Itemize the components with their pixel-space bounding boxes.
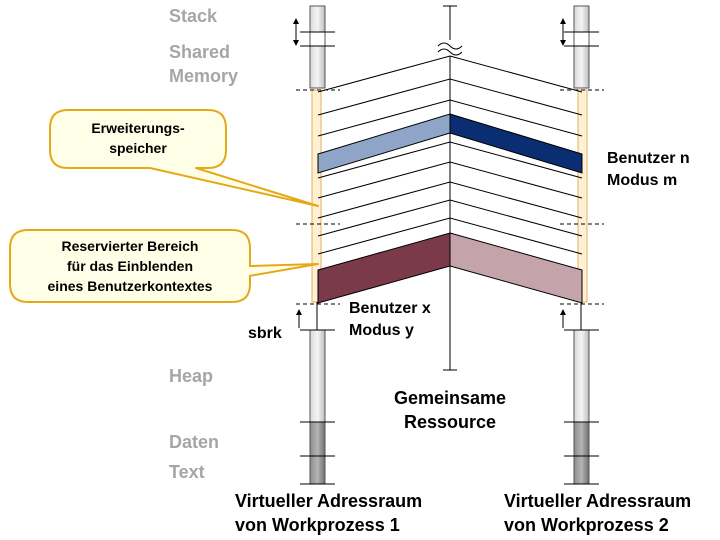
wp2-sbrk-arrow-head — [560, 309, 566, 315]
callout-erweiterung-shape — [49, 109, 319, 207]
label-memory: Memory — [169, 66, 239, 86]
callout-reserviert-shape — [9, 229, 251, 303]
mapping-line-8 — [317, 217, 583, 255]
mapping-line-6 — [317, 181, 583, 219]
wp1-stack-arrow-up-head — [293, 18, 299, 24]
label-heap: Heap — [169, 366, 214, 386]
wp1-stack-arrow-down-head — [293, 40, 299, 46]
callout-erweiterungsspeicher — [49, 109, 319, 207]
mapping-line-2 — [317, 78, 583, 116]
label-shared: Shared — [169, 42, 231, 62]
callout-reserviert-line-2: für das Einblenden — [66, 258, 193, 274]
axis-break-icon — [437, 42, 463, 56]
label-ressource: Ressource — [403, 412, 497, 432]
wp2-stack-segment — [573, 5, 590, 33]
workprocess-2-column — [560, 5, 604, 485]
wp1-text-segment — [309, 455, 326, 485]
wp1-heap-segment — [309, 329, 326, 423]
user-n-band-left — [317, 113, 451, 174]
wp2-heap-segment — [573, 329, 590, 423]
user-n-band-right — [449, 113, 583, 174]
wp1-stack-segment — [309, 5, 326, 33]
callout-reserviert-line-3: eines Benutzerkontextes — [47, 278, 213, 294]
mapping-line-7 — [317, 199, 583, 237]
wp2-stack-arrow-up-head — [560, 18, 566, 24]
label-wp1-line-2: von Workprozess 1 — [235, 515, 400, 535]
wp2-stack-arrow-down-head — [560, 40, 566, 46]
wp1-gap-segment — [309, 31, 326, 47]
shared-resource-axis — [437, 5, 463, 371]
wp1-shared-segment — [309, 45, 326, 89]
label-wp1-line-1: Virtueller Adressraum — [235, 491, 423, 511]
label-daten: Daten — [169, 432, 220, 452]
callout-erweiterung-line-2: speicher — [109, 140, 167, 156]
user-x-band-right — [449, 232, 583, 304]
label-benutzer-x: Benutzer x — [349, 300, 431, 317]
wp2-data-segment — [573, 421, 590, 457]
wp1-data-segment — [309, 421, 326, 457]
callout-erweiterung-text: Erweiterungs- speicher — [52, 118, 224, 158]
mapping-line-3 — [317, 99, 583, 137]
label-wp2-line-2: von Workprozess 2 — [504, 515, 669, 535]
user-x-band-left — [317, 232, 451, 304]
mapping-lines — [317, 55, 583, 255]
callout-reservierter-bereich — [9, 229, 319, 303]
label-wp2-line-1: Virtueller Adressraum — [504, 491, 692, 511]
callout-reserviert-text: Reservierter Bereich für das Einblenden … — [12, 236, 248, 296]
mapping-line-1 — [317, 55, 583, 93]
label-modus-m: Modus m — [607, 172, 678, 189]
wp2-text-segment — [573, 455, 590, 485]
label-stack: Stack — [169, 6, 218, 26]
mapping-line-5 — [317, 161, 583, 199]
label-modus-y: Modus y — [349, 322, 414, 339]
wp1-sbrk-arrow-head — [296, 309, 302, 315]
label-text: Text — [169, 462, 205, 482]
label-sbrk: sbrk — [248, 325, 282, 342]
mapping-line-4 — [317, 141, 583, 179]
wp2-shared-segment — [573, 45, 590, 89]
user-x-band — [317, 232, 583, 304]
callout-reserviert-line-1: Reservierter Bereich — [61, 238, 199, 254]
label-gemeinsame: Gemeinsame — [393, 388, 507, 408]
label-benutzer-n: Benutzer n — [607, 150, 690, 167]
user-n-band — [317, 113, 583, 174]
callout-erweiterung-line-1: Erweiterungs- — [91, 120, 185, 136]
callout-reserviert-pointer — [248, 263, 319, 277]
workprocess-1-column — [293, 5, 340, 485]
wp2-gap-segment — [573, 31, 590, 47]
